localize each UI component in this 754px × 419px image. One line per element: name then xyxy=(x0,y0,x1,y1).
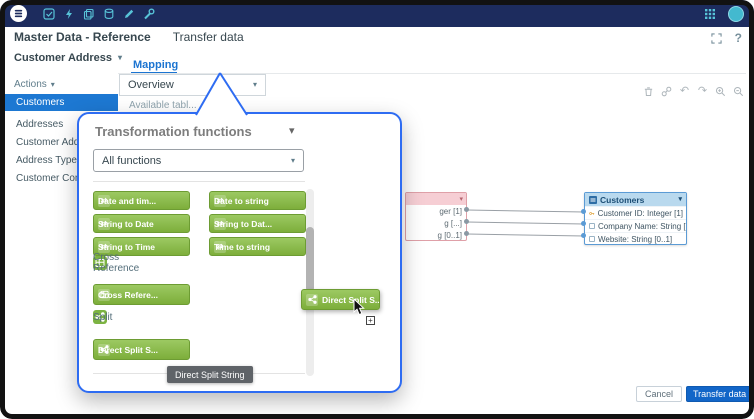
field-label: Website: String [0..1] xyxy=(598,235,672,244)
function-label: Cross Refere... xyxy=(98,290,158,300)
customers-table-box[interactable]: Customers ▾ Customer ID: Integer [1] Com… xyxy=(584,192,687,245)
section-title: Split xyxy=(93,312,112,323)
lightning-icon[interactable] xyxy=(60,5,77,22)
database-icon[interactable] xyxy=(100,5,117,22)
canvas-toolbar: ↶ ↷ xyxy=(642,85,745,98)
wrench-icon[interactable] xyxy=(140,5,157,22)
collapse-chevron-icon[interactable]: ▾ xyxy=(289,126,295,137)
function-filter-value: All functions xyxy=(102,155,161,167)
connector-dot[interactable] xyxy=(581,233,586,238)
mouse-cursor-icon xyxy=(353,299,367,316)
chevron-down-icon: ▾ xyxy=(459,196,463,203)
chevron-down-icon: ▾ xyxy=(118,54,122,62)
function-label: String to Dat... xyxy=(214,219,272,229)
connector-dot[interactable] xyxy=(581,209,586,214)
drag-copy-badge: + xyxy=(366,316,375,325)
function-button-date-and-time[interactable]: ⇄ Date and tim... xyxy=(93,191,190,210)
dragged-function-direct-split-string[interactable]: Direct Split S... xyxy=(301,289,380,310)
source-field-row[interactable]: g [0..1] xyxy=(406,229,466,241)
chevron-down-icon: ▾ xyxy=(253,81,257,89)
function-label: Direct Split S... xyxy=(98,345,158,355)
split-icon xyxy=(306,294,318,306)
actions-label: Actions xyxy=(14,79,47,90)
page-title: Transfer data xyxy=(173,30,244,44)
source-table-box[interactable]: ▾ ger [1] g [...] g [0..1] xyxy=(405,192,467,241)
table-row[interactable]: Website: String [0..1] xyxy=(585,232,686,245)
chevron-down-icon: ▾ xyxy=(51,81,55,89)
view-selector-value: Overview xyxy=(128,79,174,91)
sidebar-item-customers[interactable]: Customers xyxy=(5,94,118,111)
function-label: Time to string xyxy=(214,242,270,252)
function-label: String to Date xyxy=(98,219,154,229)
fullscreen-icon[interactable] xyxy=(711,33,722,44)
function-filter-select[interactable]: All functions ▾ xyxy=(93,149,304,172)
header-actions: ? xyxy=(711,31,742,45)
trash-icon[interactable] xyxy=(642,85,655,98)
link-icon[interactable] xyxy=(660,85,673,98)
popup-callout-tail xyxy=(195,72,249,116)
popup-title: Transformation functions xyxy=(95,124,252,139)
function-button-cross-reference[interactable]: Cross Refere... xyxy=(93,284,190,305)
function-button-direct-split-string[interactable]: Direct Split S... xyxy=(93,339,190,360)
edit-pen-icon[interactable] xyxy=(120,5,137,22)
zoom-in-icon[interactable] xyxy=(714,85,727,98)
customers-table-header[interactable]: Customers ▾ xyxy=(585,193,686,206)
documents-icon[interactable] xyxy=(80,5,97,22)
table-icon xyxy=(589,196,597,204)
section-title: Cross Reference xyxy=(93,252,139,274)
field-label: Company Name: String [...] xyxy=(598,222,686,231)
function-label: Date to string xyxy=(214,196,269,206)
help-icon[interactable]: ? xyxy=(735,31,742,45)
tab-mapping[interactable]: Mapping xyxy=(133,59,178,71)
table-row[interactable]: Customer ID: Integer [1] xyxy=(585,206,686,219)
function-button-time-to-string[interactable]: ⇄ Time to string xyxy=(209,237,306,256)
undo-icon[interactable]: ↶ xyxy=(678,85,691,98)
source-field-row[interactable]: ger [1] xyxy=(406,205,466,217)
connector-dot[interactable] xyxy=(464,231,469,236)
cancel-button[interactable]: Cancel xyxy=(636,386,682,402)
scrollbar-thumb[interactable] xyxy=(306,227,314,292)
divider xyxy=(93,181,305,182)
connector-dot[interactable] xyxy=(464,219,469,224)
breadcrumb[interactable]: Master Data - Reference xyxy=(14,30,151,44)
app-logo-icon[interactable] xyxy=(10,5,27,22)
transformation-functions-popup: Transformation functions ▾ All functions… xyxy=(77,112,402,393)
user-avatar[interactable] xyxy=(728,6,744,22)
actions-dropdown[interactable]: Actions ▾ xyxy=(14,79,55,90)
entity-selector-label: Customer Address xyxy=(14,52,112,64)
transfer-data-button[interactable]: Transfer data xyxy=(686,386,753,402)
available-tables-label: Available tabl... xyxy=(129,100,197,111)
source-field-row[interactable]: g [...] xyxy=(406,217,466,229)
field-icon xyxy=(589,223,595,229)
function-button-string-to-date[interactable]: ⇄ String to Date xyxy=(93,214,190,233)
zoom-out-icon[interactable] xyxy=(732,85,745,98)
page-header: Master Data - Reference Transfer data xyxy=(14,30,244,44)
field-icon xyxy=(589,236,595,242)
key-icon xyxy=(589,210,595,217)
entity-selector[interactable]: Customer Address ▾ xyxy=(14,52,122,64)
function-label: Date and tim... xyxy=(98,196,156,206)
checklist-icon[interactable] xyxy=(40,5,57,22)
function-label: String to Time xyxy=(98,242,155,252)
chevron-down-icon: ▾ xyxy=(291,157,295,165)
function-label: Direct Split S... xyxy=(322,295,380,305)
table-row[interactable]: Company Name: String [...] xyxy=(585,219,686,232)
tooltip: Direct Split String xyxy=(167,366,253,383)
redo-icon[interactable]: ↷ xyxy=(696,85,709,98)
function-button-date-to-string[interactable]: ⇄ Date to string xyxy=(209,191,306,210)
function-button-string-to-datetime[interactable]: ⇄ String to Dat... xyxy=(209,214,306,233)
connector-dot[interactable] xyxy=(464,207,469,212)
apps-grid-icon[interactable] xyxy=(701,5,718,22)
top-navigation-bar xyxy=(0,0,754,27)
source-table-header[interactable]: ▾ xyxy=(406,193,466,205)
customers-table-title: Customers xyxy=(600,195,644,205)
field-label: Customer ID: Integer [1] xyxy=(598,209,683,218)
chevron-down-icon: ▾ xyxy=(678,196,682,203)
connector-dot[interactable] xyxy=(581,221,586,226)
